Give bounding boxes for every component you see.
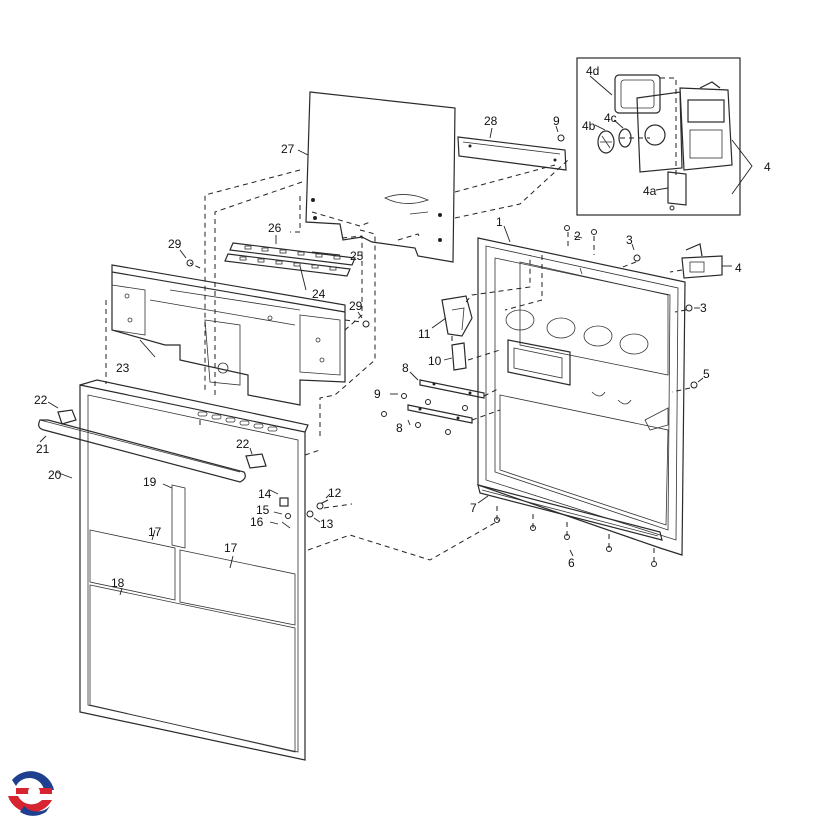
callout-4b: 4b xyxy=(582,119,596,133)
callout-1: 1 xyxy=(496,215,503,229)
parts-2-5-fasteners: 2 3 3 4 5 xyxy=(564,225,742,389)
callout-24: 24 xyxy=(312,287,326,301)
callout-3-right: 3 xyxy=(700,301,707,315)
part-7-bottom-trim: 7 xyxy=(470,484,663,541)
part-22-end-caps: 22 22 xyxy=(34,393,267,469)
callout-6: 6 xyxy=(568,556,575,570)
part-28-vent-bracket: 28 9 xyxy=(457,114,567,171)
callout-9-mid: 9 xyxy=(374,387,381,401)
dispenser-lever-4a xyxy=(667,171,687,211)
parts-8-9-brackets: 8 8 9 xyxy=(374,361,485,435)
callout-4a: 4a xyxy=(643,184,657,198)
callout-12: 12 xyxy=(328,486,342,500)
callout-2: 2 xyxy=(574,229,581,243)
callout-7: 7 xyxy=(470,501,477,515)
part-27-insulation: 27 xyxy=(281,91,456,263)
brand-logo xyxy=(5,765,57,817)
dispenser-cap-4b xyxy=(597,130,615,154)
callout-4: 4 xyxy=(764,160,771,174)
callout-4c: 4c xyxy=(604,111,617,125)
callout-10: 10 xyxy=(428,354,442,368)
callout-3-top: 3 xyxy=(626,233,633,247)
parts-10-11-latch: 11 10 xyxy=(418,295,473,371)
part-1-inner-door: 1 xyxy=(477,215,686,556)
callout-20: 20 xyxy=(48,468,62,482)
callout-19: 19 xyxy=(143,475,157,489)
callout-14: 14 xyxy=(258,487,272,501)
callout-25: 25 xyxy=(350,249,364,263)
callout-4-dispenser: 4 xyxy=(735,261,742,275)
callout-29-left: 29 xyxy=(168,237,182,251)
part-20-outer-door: 20 17 17 18 19 xyxy=(48,379,309,761)
callout-22-left: 22 xyxy=(34,393,48,407)
callout-16: 16 xyxy=(250,515,264,529)
callout-9-top: 9 xyxy=(553,114,560,128)
callout-26: 26 xyxy=(268,221,282,235)
callout-17-left: 17 xyxy=(148,525,162,539)
callout-21: 21 xyxy=(36,442,50,456)
part-21-handle: 21 xyxy=(36,419,246,483)
callout-22-right: 22 xyxy=(236,437,250,451)
dispenser-body xyxy=(636,81,733,173)
part-23-control-panel: 23 xyxy=(111,264,346,406)
inset-box: 4d 4b 4c 4a 4 xyxy=(576,57,771,216)
callout-23: 23 xyxy=(116,361,130,375)
parts-12-16-hinge-hardware: 14 15 16 12 13 xyxy=(250,486,342,531)
part-29-screws: 29 29 xyxy=(168,237,370,328)
callout-27: 27 xyxy=(281,142,295,156)
callout-18: 18 xyxy=(111,576,125,590)
callout-5: 5 xyxy=(703,367,710,381)
callout-28: 28 xyxy=(484,114,498,128)
callout-17-right: 17 xyxy=(224,541,238,555)
assembly-lines xyxy=(105,159,691,562)
callout-8-bottom: 8 xyxy=(396,421,403,435)
callout-11: 11 xyxy=(418,327,431,341)
callout-4d: 4d xyxy=(586,64,599,78)
callout-13: 13 xyxy=(320,517,334,531)
part-26-vent-strips: 26 24 25 xyxy=(224,221,364,301)
callout-15: 15 xyxy=(256,503,270,517)
callout-29-right: 29 xyxy=(349,299,363,313)
callout-8-top: 8 xyxy=(402,361,409,375)
